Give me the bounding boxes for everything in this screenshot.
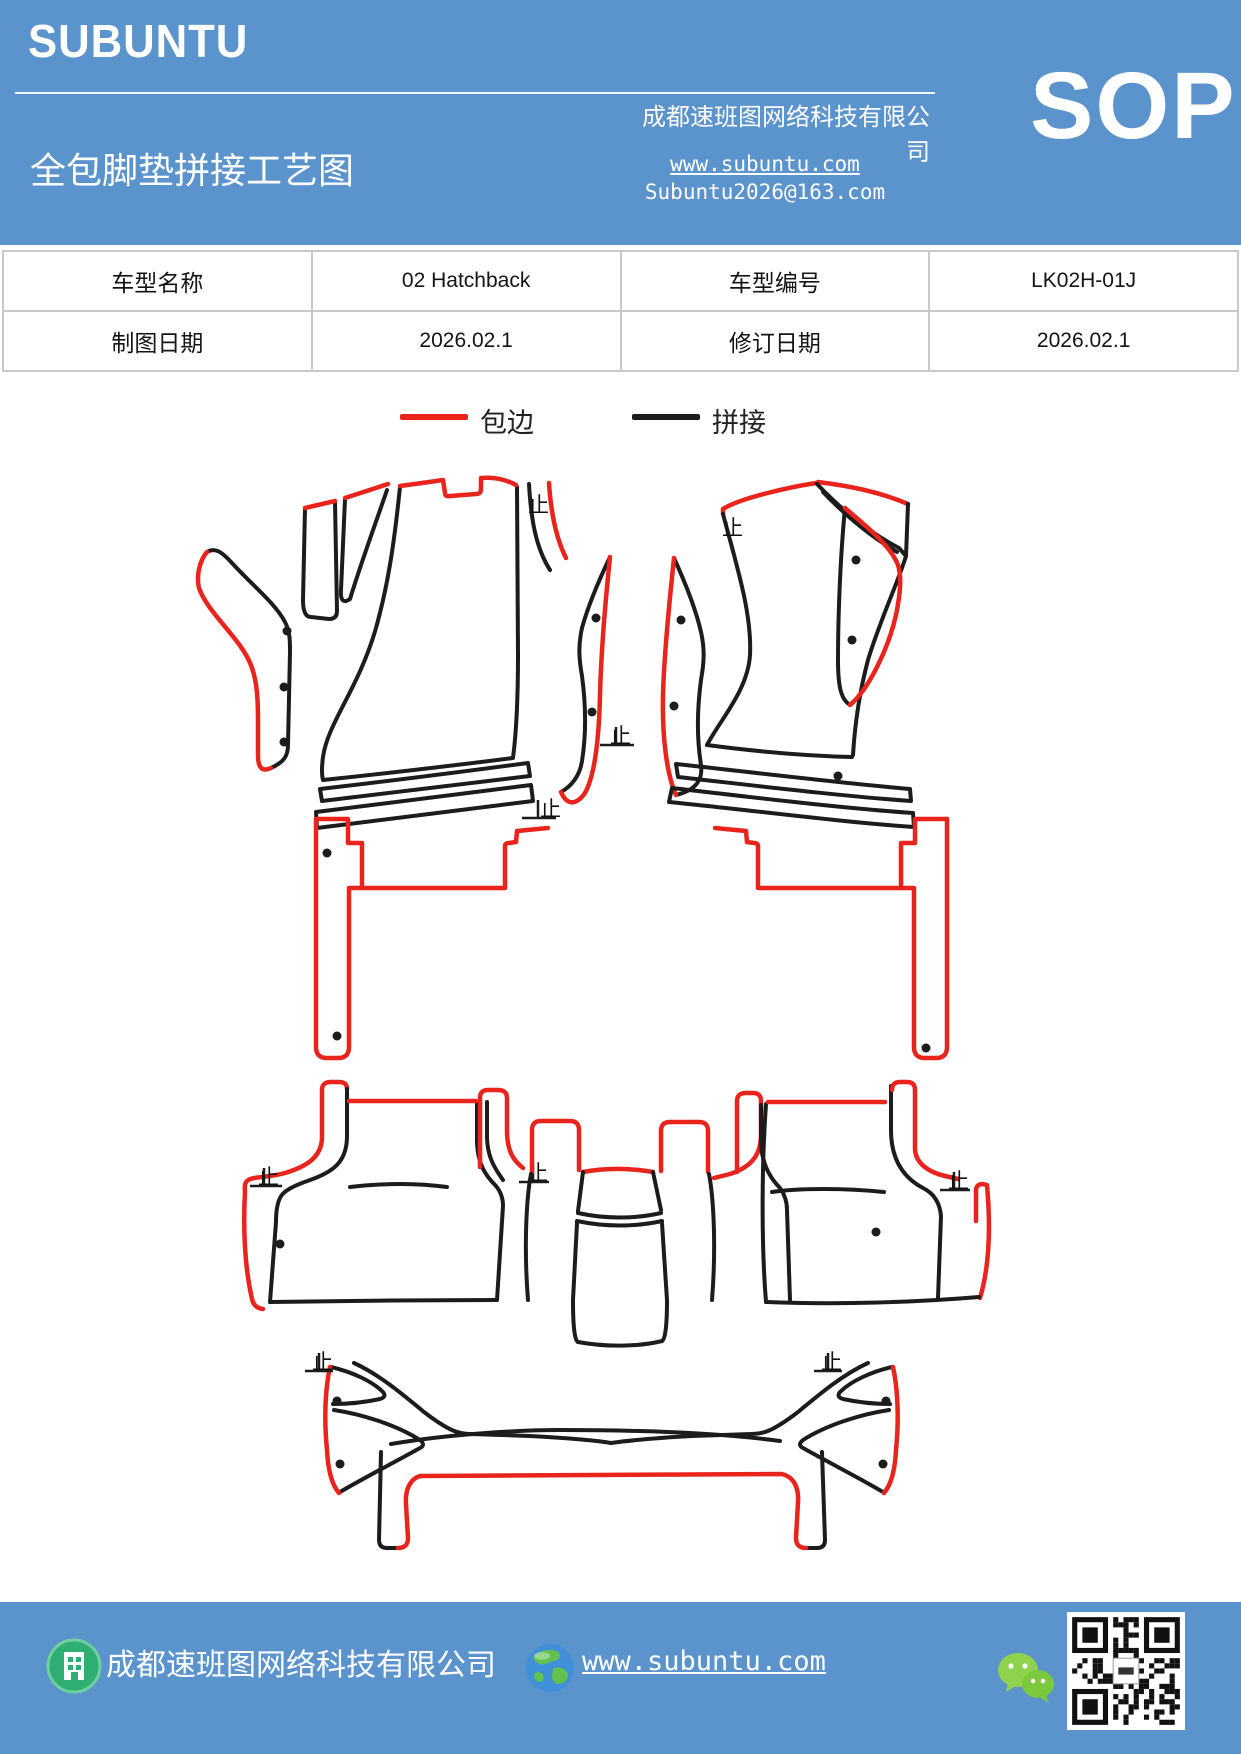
stop-marker: 止: [948, 1169, 969, 1193]
stop-marker: 止: [610, 724, 631, 748]
page-title: 全包脚垫拼接工艺图: [30, 151, 355, 191]
rear-left-mat: 止 止: [242, 1079, 549, 1312]
header-divider: [15, 92, 935, 94]
footer-website-link[interactable]: www.subuntu.com: [582, 1646, 826, 1677]
brand-logo: SUBUNTU: [28, 15, 249, 67]
model-code-label: 车型编号: [619, 250, 931, 312]
sop-label: SOP: [1030, 53, 1237, 159]
driver-mat-bridge-bands: [314, 761, 535, 830]
legend-edge-swatch: [400, 414, 468, 420]
legend: 包边 拼接: [0, 400, 1241, 438]
wechat-icon: [998, 1653, 1054, 1703]
model-name-value: 02 Hatchback: [310, 250, 622, 312]
stop-marker: 止: [821, 1350, 842, 1374]
model-code-value: LK02H-01J: [928, 250, 1239, 312]
stop-marker: 止: [528, 493, 549, 517]
stop-marker: 止: [722, 516, 743, 540]
driver-mat-side-strip: [301, 498, 339, 621]
stop-marker: 止: [312, 1350, 333, 1374]
rear-right-mat: 止: [711, 1079, 992, 1306]
passenger-mat-inner-flap: 止: [600, 555, 706, 798]
revision-date-label: 修订日期: [619, 310, 931, 372]
qr-code: [1067, 1612, 1185, 1730]
driver-mat-main-body: 止: [320, 475, 569, 782]
table-row: 制图日期 2026.02.1 修订日期 2026.02.1: [2, 310, 1239, 372]
draw-date-value: 2026.02.1: [310, 310, 622, 372]
legend-splice-swatch: [632, 414, 700, 420]
building-icon: [46, 1638, 102, 1694]
passenger-mat-heel-extension: [712, 816, 950, 1061]
driver-mat-inner-flap: [558, 554, 613, 805]
stop-marker: 止: [258, 1165, 279, 1189]
floor-mat-diagram: 止 止 止: [195, 475, 992, 1551]
passenger-mat-bridge-bands: [667, 762, 916, 829]
draw-date-label: 制图日期: [2, 310, 313, 372]
header-website-link[interactable]: www.subuntu.com: [670, 152, 860, 176]
trunk-sill-piece: [352, 1361, 870, 1551]
driver-mat-dart-piece: [338, 481, 391, 604]
revision-date-value: 2026.02.1: [928, 310, 1239, 372]
header-company-name: 成都速班图网络科技有限公司: [642, 105, 930, 166]
footer-banner: 成都速班图网络科技有限公司 www.subuntu.com: [0, 1602, 1241, 1754]
passenger-mat-outer-flap: [836, 505, 903, 708]
driver-mat-heel-extension: 止: [313, 797, 561, 1061]
header-banner: SUBUNTU 全包脚垫拼接工艺图 成都速班图网络科技有限公司 SOP www.…: [0, 0, 1241, 245]
stop-marker: 止: [540, 797, 561, 821]
footer-company-name: 成都速班图网络科技有限公司: [106, 1649, 496, 1682]
trunk-right-corner-flap: 止: [798, 1350, 900, 1496]
table-row: 车型名称 02 Hatchback 车型编号 LK02H-01J: [2, 250, 1239, 312]
globe-icon: [526, 1644, 574, 1692]
legend-splice-label: 拼接: [712, 408, 766, 438]
vehicle-info-table: 车型名称 02 Hatchback 车型编号 LK02H-01J 制图日期 20…: [2, 250, 1239, 372]
model-name-label: 车型名称: [2, 250, 313, 312]
trunk-left-corner-flap: 止: [305, 1350, 425, 1496]
header-email: Subuntu2026@163.com: [644, 180, 886, 204]
legend-edge-label: 包边: [480, 408, 534, 438]
passenger-mat-main-body: 止: [705, 479, 911, 759]
center-console-pieces: [523, 1118, 717, 1348]
driver-mat-outer-flap: [195, 548, 292, 772]
